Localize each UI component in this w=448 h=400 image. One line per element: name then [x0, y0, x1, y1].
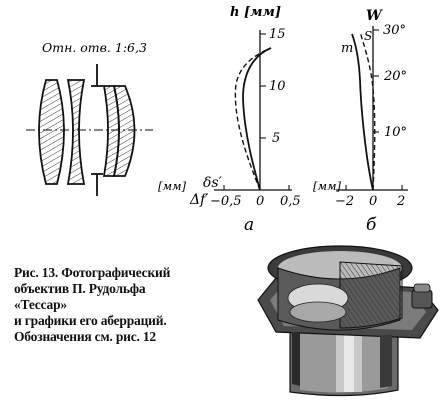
plot-a-x-tick-neg: −0,5: [210, 194, 242, 209]
lens-diagram: Отн. отв. 1:6,3: [26, 40, 153, 196]
plot-a-y-axis-label: h [мм]: [230, 5, 281, 20]
caption-line-2: объектив П. Рудольфа: [14, 281, 146, 296]
plot-a-x-label-top: δs′: [203, 175, 223, 191]
plot-b-x-tick-pos: 2: [396, 194, 405, 209]
plot-b-y-tick-10: 10°: [384, 125, 407, 140]
plot-a-x-tick-pos: 0,5: [280, 194, 301, 209]
plot-b: W 30° 20° 10° [мм] −2 0 2 m S б: [313, 8, 408, 235]
plot-a-y-tick-5: 5: [272, 131, 280, 146]
lens-element-2: [66, 79, 86, 185]
plot-b-panel-label: б: [366, 215, 377, 235]
caption-line-5: Обозначения см. рис. 12: [14, 329, 156, 344]
lens-element-1: [38, 79, 65, 185]
lens-photo: [257, 245, 439, 397]
plot-b-y-tick-30: 30°: [383, 23, 406, 38]
plot-b-x-tick-0: 0: [369, 194, 377, 209]
figure-caption: Рис. 13. Фотографический объектив П. Руд…: [14, 265, 239, 345]
plot-b-curve-label-m: m: [341, 41, 353, 56]
caption-line-3: «Тессар»: [14, 297, 67, 312]
plot-a-y-tick-15: 15: [269, 27, 286, 42]
diaphragm: [91, 64, 103, 196]
plot-a-x-label-bottom: Δf′: [189, 192, 209, 208]
caption-line-1: Рис. 13. Фотографический: [14, 265, 171, 280]
plot-b-curve-m: [351, 33, 374, 191]
plot-a-panel-label: а: [244, 215, 254, 235]
plot-a: h [мм] 15 10 5 [мм] δs′ Δf′ −0,5 0 0,5 а: [158, 5, 301, 235]
plot-b-x-unit: [мм]: [313, 179, 342, 193]
lens-element-3b: [112, 85, 136, 177]
plot-b-x-tick-neg: −2: [335, 194, 354, 209]
plot-a-y-tick-10: 10: [269, 79, 286, 94]
plot-b-curve-s: [359, 31, 376, 191]
plot-a-curve-solid: [242, 47, 272, 191]
aperture-label: Отн. отв. 1:6,3: [42, 40, 147, 55]
plot-a-x-tick-0: 0: [256, 194, 264, 209]
plot-b-y-axis-label: W: [366, 8, 383, 24]
plot-b-y-tick-20: 20°: [383, 69, 407, 84]
plot-a-x-unit: [мм]: [158, 179, 187, 193]
plot-b-curve-label-s: S: [364, 29, 372, 43]
plot-a-curve-dashed: [234, 47, 272, 191]
caption-line-4: и графики его аберраций.: [14, 313, 167, 328]
